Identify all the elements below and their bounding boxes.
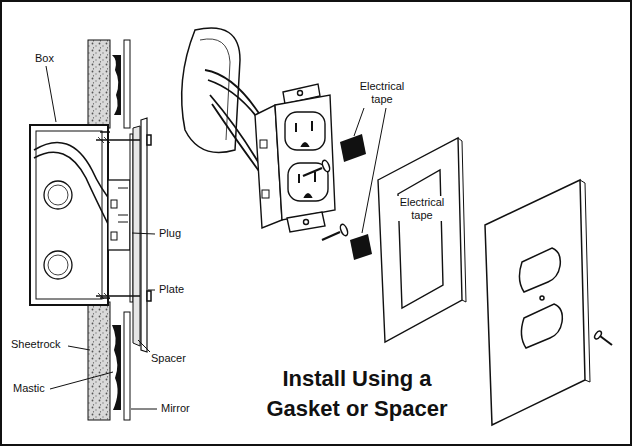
cover-plate (521, 304, 562, 348)
leader-lines (50, 372, 113, 389)
cover-plate (485, 180, 590, 425)
mirror (124, 312, 130, 420)
electrical-box (44, 251, 72, 279)
spacer-frame (378, 138, 466, 342)
leader-lines (362, 108, 386, 233)
title: Install Using a Gasket or Spacer (246, 364, 468, 423)
leader-lines (131, 409, 157, 410)
outlet-section (108, 180, 130, 250)
leader-lines (138, 340, 150, 352)
screws-section (147, 291, 151, 301)
cover-plate (580, 180, 590, 382)
receptacle (262, 190, 269, 198)
receptacle (304, 220, 309, 225)
spacer-section (133, 126, 140, 346)
part-label: Mastic (12, 382, 46, 395)
outlet-section (111, 232, 117, 240)
part-label: Spacer (150, 352, 187, 365)
screws-section (96, 140, 140, 296)
part-label: Mirror (160, 402, 191, 415)
leader-lines (46, 66, 386, 409)
cover-plate (519, 248, 560, 292)
electrical-box (30, 125, 108, 305)
part-label: Electrical tape (352, 80, 412, 105)
outlet-section (108, 134, 133, 302)
electrical-box (48, 185, 68, 205)
plate-section (141, 118, 147, 352)
electrical-tape (350, 234, 372, 260)
receptacle (296, 121, 312, 146)
screws (303, 168, 322, 176)
leader-lines (132, 233, 155, 234)
part-label: Sheetrock (10, 338, 62, 351)
outlet-section (111, 200, 117, 208)
receptacle (288, 163, 328, 201)
part-label: Box (34, 52, 55, 65)
receptacle (255, 84, 335, 232)
sheetrock (88, 302, 110, 420)
leader-lines (354, 108, 364, 136)
mastic (112, 55, 121, 115)
receptacle (285, 112, 325, 150)
screws (600, 336, 612, 345)
electrical-tape (340, 134, 366, 162)
screws-section (96, 135, 151, 301)
electrical-box (34, 142, 114, 205)
screws (339, 223, 349, 236)
screws (322, 232, 340, 240)
plate-section (141, 118, 147, 352)
electrical-box (34, 152, 114, 236)
part-label: Electrical tape (392, 196, 452, 221)
mastic (112, 325, 121, 410)
electrical-box (44, 181, 72, 209)
spacer-frame (378, 138, 462, 342)
electrical-box (48, 255, 68, 275)
screws (321, 159, 331, 172)
part-label: Plate (158, 283, 185, 296)
screws-section (98, 137, 110, 299)
cover-plate (485, 180, 585, 425)
spacer-frame (398, 170, 443, 308)
part-label: Plug (158, 227, 182, 240)
receptacle (299, 172, 315, 197)
leader-lines (68, 346, 90, 350)
receptacle (260, 140, 267, 148)
electrical-tape (340, 134, 372, 260)
receptacle (275, 95, 335, 220)
leader-lines (148, 290, 155, 291)
leader-lines (46, 66, 56, 122)
screws-section (147, 135, 151, 145)
electrical-box (30, 125, 114, 305)
receptacle (298, 91, 303, 96)
spacer-frame (458, 138, 466, 302)
cover-plate (540, 296, 544, 300)
screws (593, 330, 602, 340)
outlet-section (118, 188, 128, 222)
spacer-section (133, 126, 140, 346)
mirror (124, 40, 130, 128)
receptacle (287, 212, 325, 232)
sheetrock (88, 40, 110, 128)
